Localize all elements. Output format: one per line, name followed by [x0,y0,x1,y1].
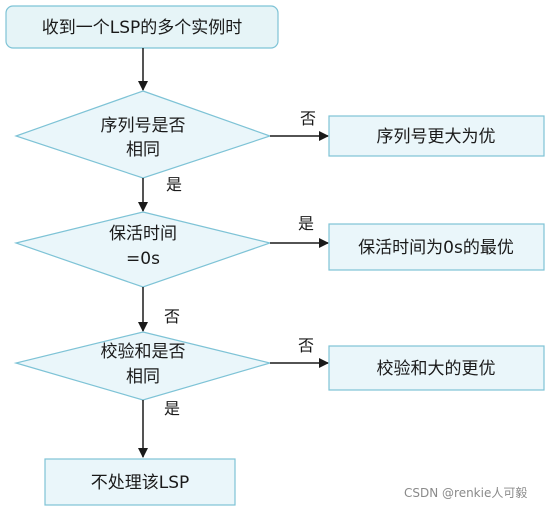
edge-label-d1-no: 否 [300,109,316,128]
result1-node [328,115,545,157]
edge-label-d1-yes: 是 [166,175,182,194]
edge-label-d3-no: 否 [298,336,314,355]
decision3-label-line1: 校验和是否 [101,342,186,362]
decision2-label-line2: =0s [126,249,160,269]
end-node [44,458,236,506]
result3-node [328,345,545,391]
result2-node [328,223,545,271]
result3-label: 校验和大的更优 [377,359,496,379]
result1-label: 序列号更大为优 [377,127,496,147]
edge-label-d2-yes: 是 [298,214,314,233]
start-node-label: 收到一个LSP的多个实例时 [42,18,243,38]
result2-label: 保活时间为0s的最优 [358,238,514,258]
decision2-label-line1: 保活时间 [109,224,177,244]
start-node [5,5,279,49]
end-node-label: 不处理该LSP [91,473,190,493]
decision3-label-line2: 相同 [126,367,160,387]
edge-label-d2-no: 否 [164,307,180,326]
decision1-label-line1: 序列号是否 [101,116,186,136]
edge-label-d3-yes: 是 [164,399,180,418]
watermark: CSDN @renkie人可毅 [404,485,527,500]
decision1-label-line2: 相同 [126,140,160,160]
